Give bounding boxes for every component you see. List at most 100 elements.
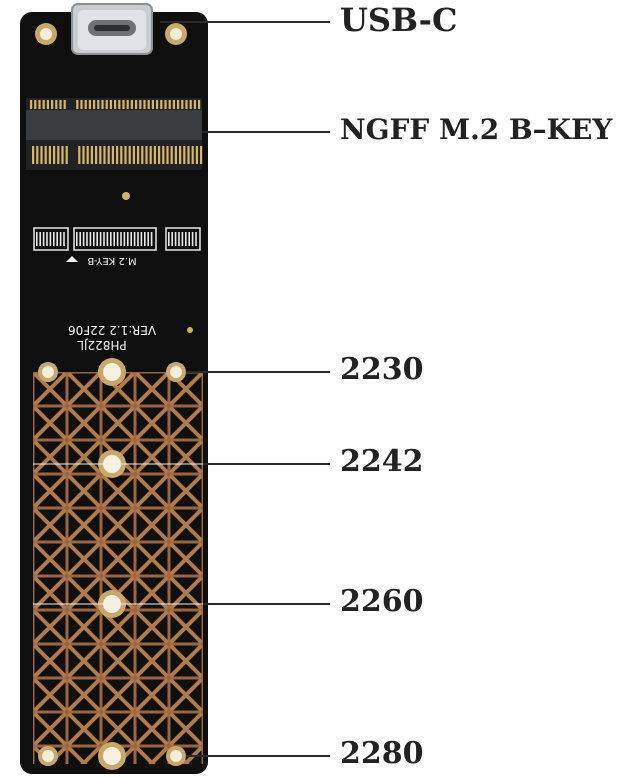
socket-pin bbox=[32, 146, 35, 164]
socket-pin bbox=[65, 146, 68, 164]
socket-pin bbox=[97, 100, 100, 109]
socket-pin bbox=[164, 100, 167, 109]
m2-socket bbox=[26, 98, 203, 170]
socket-pin bbox=[84, 100, 87, 109]
socket-pin bbox=[168, 100, 171, 109]
socket-pin bbox=[124, 146, 127, 164]
pad-tick bbox=[113, 232, 115, 246]
socket-pin bbox=[158, 146, 161, 164]
leader-line bbox=[186, 755, 330, 757]
socket-pin bbox=[132, 146, 135, 164]
pad-tick bbox=[171, 232, 173, 246]
pad-tick bbox=[59, 232, 62, 246]
mount-hole-center bbox=[40, 28, 52, 40]
socket-pin bbox=[90, 146, 93, 164]
socket-pin bbox=[80, 100, 83, 109]
copper-pattern bbox=[33, 372, 203, 764]
socket-pin bbox=[160, 100, 163, 109]
pad-tick bbox=[93, 232, 95, 246]
socket-pin bbox=[130, 100, 133, 109]
pad-tick bbox=[99, 232, 102, 246]
socket-pin bbox=[162, 146, 165, 164]
pad-tick bbox=[147, 232, 149, 246]
socket-pin bbox=[88, 100, 91, 109]
socket-pin bbox=[153, 146, 156, 164]
socket-pin bbox=[114, 100, 117, 109]
socket-pin bbox=[120, 146, 123, 164]
socket-pin bbox=[53, 146, 56, 164]
socket-pin bbox=[183, 146, 186, 164]
socket-pin bbox=[78, 146, 81, 164]
pad-tick bbox=[96, 232, 98, 246]
socket-pin bbox=[55, 100, 58, 109]
pad-tick bbox=[137, 232, 139, 246]
pad-tick bbox=[56, 232, 58, 246]
standoff-holes bbox=[38, 358, 186, 770]
pad-tick bbox=[36, 232, 38, 246]
socket-pin bbox=[63, 100, 66, 109]
socket-pin bbox=[59, 100, 62, 109]
socket-pin bbox=[99, 146, 102, 164]
socket-pin bbox=[109, 100, 112, 109]
pad-tick bbox=[130, 232, 132, 246]
socket-pin bbox=[191, 146, 194, 164]
socket-pin bbox=[185, 100, 188, 109]
contact-pads bbox=[33, 227, 201, 251]
callout-label: USB-C bbox=[340, 1, 458, 39]
callout-label: NGFF M.2 B–KEY bbox=[340, 113, 613, 146]
socket-pin bbox=[181, 100, 184, 109]
arrow-icon bbox=[66, 256, 78, 262]
pad-tick bbox=[185, 232, 187, 246]
leader-line bbox=[186, 371, 330, 373]
socket-pin bbox=[128, 146, 131, 164]
socket-pin bbox=[149, 146, 152, 164]
socket-pin bbox=[145, 146, 148, 164]
pad-tick bbox=[49, 232, 52, 246]
socket-pin bbox=[170, 146, 173, 164]
socket-pin bbox=[179, 146, 182, 164]
pad-tick bbox=[133, 232, 136, 246]
pad-tick bbox=[178, 232, 180, 246]
pad-tick bbox=[168, 232, 170, 246]
socket-pin bbox=[166, 146, 169, 164]
pad-tick bbox=[89, 232, 92, 246]
socket-pin bbox=[116, 146, 119, 164]
pad-tick bbox=[53, 232, 55, 246]
pad-tick bbox=[195, 232, 197, 246]
socket-pin bbox=[122, 100, 125, 109]
socket-pin bbox=[34, 100, 37, 109]
pad-tick bbox=[76, 232, 78, 246]
socket-pin bbox=[46, 100, 49, 109]
socket-pin bbox=[141, 146, 144, 164]
pad-tick bbox=[82, 232, 85, 246]
socket-pin bbox=[36, 146, 39, 164]
silkscreen-key-label: M.2 KEY-B bbox=[87, 255, 136, 266]
socket-pin bbox=[135, 100, 138, 109]
socket-pin bbox=[200, 146, 203, 164]
mount-hole-center bbox=[170, 28, 182, 40]
callout-label: 2280 bbox=[340, 736, 424, 771]
callout-label: 2230 bbox=[340, 352, 424, 387]
pad-tick bbox=[39, 232, 41, 246]
socket-pin bbox=[198, 100, 201, 109]
socket-pin bbox=[189, 100, 192, 109]
pad-tick bbox=[188, 232, 190, 246]
callout-label: 2260 bbox=[340, 584, 424, 619]
length-guides bbox=[33, 463, 203, 605]
pad-tick bbox=[63, 232, 65, 246]
pad-tick bbox=[116, 232, 119, 246]
pad-tick bbox=[86, 232, 88, 246]
pad-tick bbox=[46, 232, 48, 246]
pad-tick bbox=[79, 232, 81, 246]
socket-pin bbox=[57, 146, 60, 164]
socket-pin bbox=[95, 146, 98, 164]
socket-pin bbox=[172, 100, 175, 109]
socket-pin bbox=[187, 146, 190, 164]
leader-line bbox=[202, 131, 330, 133]
socket-pin bbox=[93, 100, 96, 109]
via bbox=[122, 192, 130, 200]
pad-tick bbox=[127, 232, 129, 246]
pad-tick bbox=[120, 232, 122, 246]
